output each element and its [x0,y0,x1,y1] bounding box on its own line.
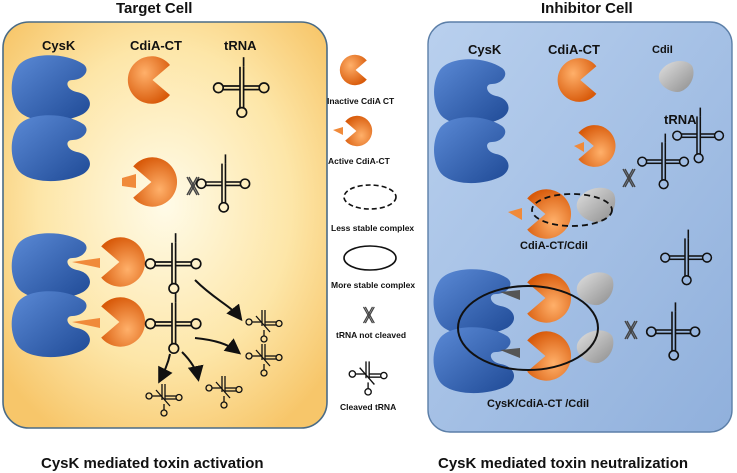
inhibitor-cell-title: Inhibitor Cell [541,0,633,17]
target-cysk-cdia-complex [11,232,283,417]
inhibitor-complex1-label: CdiA-CT/CdiI [520,240,588,252]
legend-label-more-stable: More stable complex [331,280,416,290]
target-cysk-label: CysK [42,38,76,53]
inhibitor-cdia-cdii-complex [508,187,616,239]
legend-solid-ellipse-icon [343,245,397,271]
legend-label-inactive: Inactive CdiA CT [327,96,395,106]
legend-no-cleave-icon [362,306,375,324]
legend-label-active: Active CdiA-CT [328,156,390,166]
target-active-cdia [122,153,251,213]
target-cell [2,21,328,429]
target-trna-label: tRNA [224,38,257,53]
target-cell-title: Target Cell [116,0,193,17]
inhibitor-cdii-label: CdiI [652,44,673,56]
inhibitor-cysk-cdia-cdii-complex [433,269,701,394]
inhibitor-cdia-label: CdiA-CT [548,42,600,57]
legend-inactive-cdia-ct-icon [339,54,367,86]
legend-label-not-cleaved: tRNA not cleaved [336,330,407,340]
inhibitor-trna-label: tRNA [664,112,697,127]
legend-cleaved-trna-icon [348,360,388,396]
legend-active-cdia-ct-icon [333,115,373,147]
legend-dashed-ellipse-icon [343,184,397,210]
legend-label-less-stable: Less stable complex [331,223,415,233]
inhibitor-complex2-label: CysK/CdiA-CT /CdiI [487,398,590,410]
inhibitor-caption: CysK mediated toxin neutralization [438,455,689,472]
target-caption: CysK mediated toxin activation [41,455,264,472]
inhibitor-cdia [557,58,616,167]
legend-label-cleaved: Cleaved tRNA [340,402,397,412]
target-cdia-label: CdiA-CT [130,38,182,53]
inhibitor-cysk-label: CysK [468,42,502,57]
